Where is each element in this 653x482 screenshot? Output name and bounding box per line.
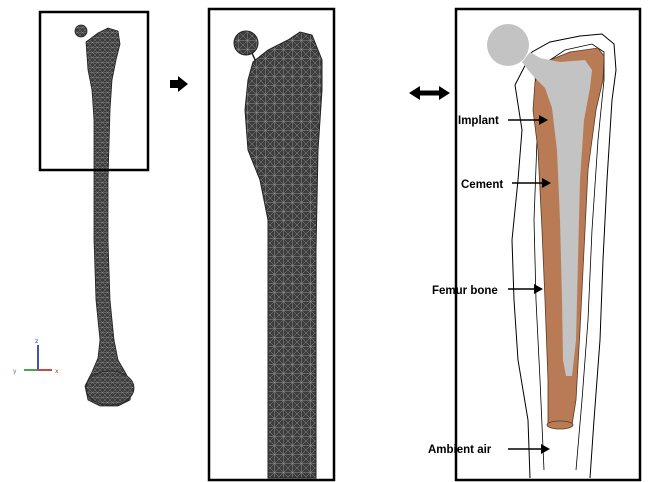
- label-ambient-air-text: Ambient air: [428, 444, 492, 456]
- label-cement-text: Cement: [461, 179, 503, 191]
- femur-section: [487, 24, 616, 478]
- zoomed-femur-mesh: [234, 31, 322, 478]
- axis-x-label: x: [55, 368, 59, 375]
- label-ambient-air: Ambient air: [428, 444, 550, 456]
- label-femur-bone-text: Femur bone: [432, 285, 498, 297]
- label-femur-bone: Femur bone: [432, 284, 543, 297]
- implant-head: [487, 24, 529, 66]
- axis-y-label: y: [13, 368, 17, 375]
- right-arrow-icon: [170, 76, 188, 92]
- full-femur-mesh: [75, 25, 134, 406]
- label-cement: Cement: [461, 178, 551, 191]
- axis-z-label: z: [35, 338, 38, 345]
- axis-triad: z y x: [13, 338, 59, 375]
- left-right-arrow-icon: [409, 86, 450, 100]
- label-implant-text: Implant: [458, 115, 499, 127]
